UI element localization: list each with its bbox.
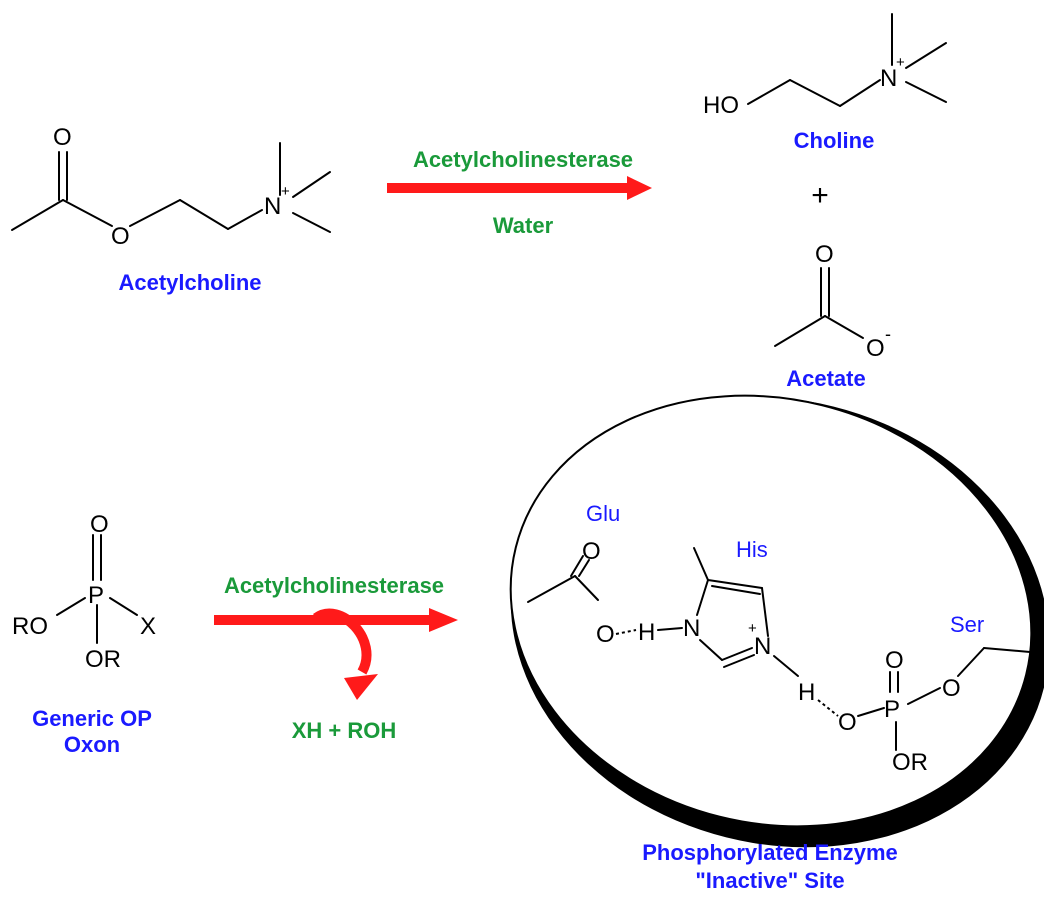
op-oxon-or: OR — [85, 646, 121, 673]
his-n2-charge: + — [748, 620, 757, 637]
enzyme-label-line2: "Inactive" Site — [695, 868, 844, 893]
products-plus-sign: + — [811, 179, 829, 212]
enzyme-active-site — [509, 394, 1044, 848]
curved-arrow-icon — [313, 608, 378, 700]
phos-p: P — [884, 696, 900, 723]
choline-ho: HO — [703, 92, 739, 119]
ser-residue-label: Ser — [950, 612, 984, 637]
op-oxon-structure: O P RO X OR — [12, 511, 156, 673]
acetylcholine-ester-o: O — [111, 223, 130, 250]
enzyme-label-line1: Phosphorylated Enzyme — [642, 840, 898, 865]
acetate-structure: O O - — [774, 241, 891, 362]
glu-residue-label: Glu — [586, 501, 620, 526]
op-oxon-ro: RO — [12, 613, 48, 640]
glu-o: O — [596, 621, 615, 648]
phos-or: OR — [892, 749, 928, 776]
reaction-arrow-icon — [387, 176, 652, 200]
his-residue-label: His — [736, 537, 768, 562]
choline-n: N — [880, 65, 897, 92]
phosphoserine: O P O O OR — [817, 647, 1031, 776]
op-oxon-p: P — [88, 582, 104, 609]
his-n1: N — [683, 615, 700, 642]
reaction1-water-label: Water — [493, 213, 554, 238]
reaction2-enzyme-label: Acetylcholinesterase — [224, 573, 444, 598]
acetylcholine-carbonyl-o: O — [53, 124, 72, 151]
acetylcholine-structure: O O N + — [11, 124, 331, 250]
his-h: H — [798, 679, 815, 706]
phos-o-left: O — [838, 709, 857, 736]
choline-label: Choline — [794, 128, 875, 153]
op-oxon-label-line1: Generic OP — [32, 706, 152, 731]
his-nh-h: H — [638, 619, 655, 646]
acetylcholine-n: N — [264, 193, 281, 220]
choline-n-charge: + — [896, 54, 905, 71]
glu-carboxylate: O O H — [527, 538, 683, 648]
reaction1-enzyme-label: Acetylcholinesterase — [413, 147, 633, 172]
his-n2: N — [754, 633, 771, 660]
phos-o-right: O — [942, 675, 961, 702]
phos-o-top: O — [885, 647, 904, 674]
reaction2-byproducts-label: XH + ROH — [292, 718, 397, 743]
op-oxon-o: O — [90, 511, 109, 538]
acetate-charge: - — [885, 324, 891, 344]
acetylcholine-label: Acetylcholine — [118, 270, 261, 295]
choline-structure: HO N + — [703, 13, 947, 119]
op-oxon-label-line2: Oxon — [64, 732, 120, 757]
acetate-label: Acetate — [786, 366, 865, 391]
acetate-carbonyl-o: O — [815, 241, 834, 268]
op-oxon-x: X — [140, 613, 156, 640]
acetate-anion-o: O — [866, 335, 885, 362]
acetylcholine-n-charge: + — [281, 183, 290, 200]
glu-carbonyl-o: O — [582, 538, 601, 565]
histidine-ring: N N + H — [683, 547, 815, 706]
